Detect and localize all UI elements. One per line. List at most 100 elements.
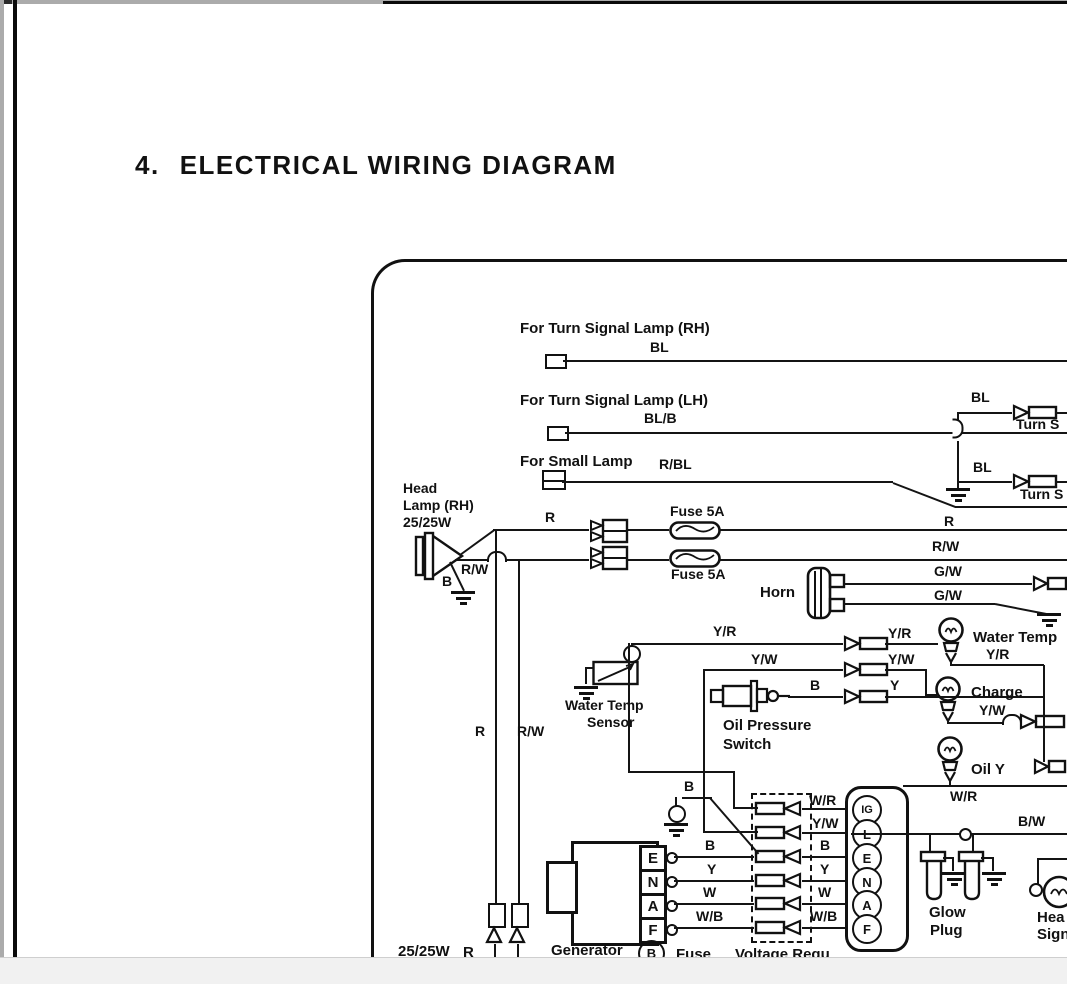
scan-page-border-line [13, 0, 17, 957]
bottom-cut-label-w: 25/25W [398, 943, 450, 960]
wire-label-yw-left: Y/W [751, 651, 778, 667]
wire-label-jr-wb: W/B [810, 908, 838, 924]
wire-label-b-ground: B [684, 778, 695, 794]
wire [719, 529, 1067, 531]
wire-label-r-right: R [944, 513, 955, 529]
wire [674, 903, 754, 905]
indicator-label-charge: Charge [971, 684, 1023, 701]
two-pin-connector-icon [590, 518, 629, 544]
wire [674, 927, 754, 929]
wire [733, 771, 735, 808]
bottom-cut-label-r: R [463, 944, 474, 961]
ground-icon [1036, 613, 1062, 630]
headlamp-label-1: Head [403, 480, 438, 496]
wire [950, 661, 952, 666]
wire [1043, 665, 1045, 762]
wire [947, 722, 1005, 724]
heat-signal-label-2: Sign [1037, 926, 1067, 943]
horn-icon [806, 566, 846, 620]
generator-terminal-e: E [639, 845, 667, 872]
wire [562, 481, 893, 483]
wire [981, 857, 994, 859]
regulator-terminal-ig: IG [852, 795, 882, 825]
sensor-label-1: Water Temp [565, 697, 644, 713]
glow-plug-icon [957, 850, 985, 901]
wire [627, 559, 669, 561]
page-title: 4.ELECTRICAL WIRING DIAGRAM [135, 150, 617, 181]
wire [955, 506, 1067, 508]
wire-label-gen-b: B [705, 837, 716, 853]
wire [518, 559, 520, 906]
oil-bulb-icon [937, 736, 963, 784]
wire [885, 643, 938, 645]
wire-label-bl: BL [973, 459, 992, 475]
charge-bulb-icon [935, 676, 961, 724]
bullet-connector-icon [843, 688, 889, 705]
circuit-label-turn-lh: For Turn Signal Lamp (LH) [520, 392, 709, 409]
wire [844, 603, 995, 605]
sensor-terminal-dot [623, 645, 641, 663]
heat-signal-lamp-icon [1042, 875, 1067, 909]
wire [627, 529, 669, 531]
wire-label-yr-right: Y/R [888, 625, 912, 641]
wire-label-wr: W/R [950, 788, 978, 804]
wire [455, 559, 589, 561]
wire [733, 807, 758, 809]
ground-icon [450, 591, 476, 608]
fuse-icon [669, 521, 721, 540]
wire [565, 432, 1067, 434]
connector-trunk-rw [511, 903, 529, 928]
junction-connector-icon [754, 848, 802, 865]
wire [703, 669, 705, 832]
wire-label-y: Y [890, 677, 900, 693]
wire-label-jr-w: W [818, 884, 832, 900]
fuse-icon [669, 549, 721, 568]
glow-plug-label-1: Glow [929, 904, 966, 921]
junction-connector-icon [754, 800, 802, 817]
wire-label-gen-wb: W/B [696, 908, 724, 924]
oil-switch-label-2: Switch [723, 736, 772, 753]
wire [903, 785, 1067, 787]
wire [517, 944, 519, 957]
wire [802, 880, 846, 882]
scan-edge-top-black [383, 1, 1067, 4]
wire-label-jr-b: B [820, 837, 831, 853]
horn-label: Horn [760, 584, 795, 601]
wire [682, 797, 712, 799]
wire [925, 694, 937, 696]
wire-label-gw-2: G/W [934, 587, 962, 603]
wire [952, 857, 954, 871]
wire-label-rbl: R/BL [659, 456, 692, 472]
junction-connector-icon [754, 824, 802, 841]
indicator-wire-charge: Y/W [979, 702, 1006, 718]
wire [947, 719, 949, 723]
wire [972, 835, 974, 852]
wire [1037, 858, 1039, 888]
bullet-connector-icon [1019, 713, 1066, 730]
wire [674, 880, 754, 882]
oil-switch-label-1: Oil Pressure [723, 717, 812, 734]
wire [925, 669, 927, 695]
diagram-frame [371, 259, 1067, 984]
heat-signal-label-1: Hea [1037, 909, 1065, 926]
generator-label: Generator [551, 942, 623, 959]
pdf-toolbar: 35 / 35 [0, 957, 1067, 984]
wire [950, 664, 1044, 666]
ground-icon [573, 686, 599, 703]
wire [885, 696, 1043, 698]
ground-icon [981, 872, 1007, 889]
wire-label-gen-w: W [703, 884, 717, 900]
glow-plug-icon [919, 850, 947, 901]
wire [957, 412, 1012, 414]
ground-terminal-dot [668, 805, 686, 823]
junction-box [751, 793, 812, 943]
wire-label-rw-right: R/W [932, 538, 960, 554]
junction-connector-icon [754, 895, 802, 912]
wire [788, 696, 843, 698]
glow-plug-label-2: Plug [930, 922, 963, 939]
circuit-label-small-lamp: For Small Lamp [520, 453, 633, 470]
terminal-dot [666, 900, 678, 912]
scan-edge-corner [0, 0, 12, 4]
wire-label-bl: BL [971, 389, 990, 405]
wire-label-yr-left: Y/R [713, 623, 737, 639]
